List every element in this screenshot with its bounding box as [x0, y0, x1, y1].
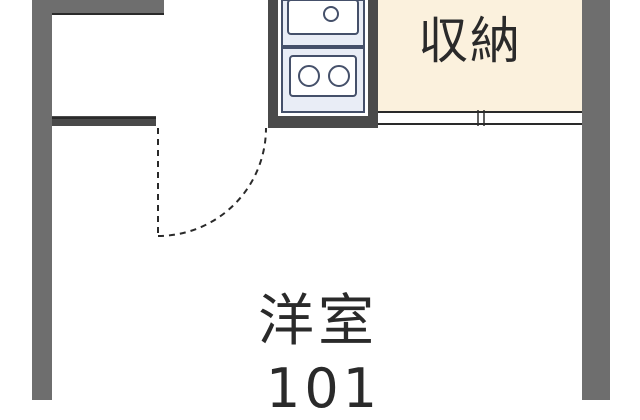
- stove-burner-right-icon: [328, 65, 350, 87]
- kitchen-wall-bottom: [268, 116, 378, 128]
- floor-plan: [32, 0, 610, 400]
- entry-partition-wall: [52, 116, 156, 126]
- right-exterior-wall: [582, 0, 610, 400]
- storage-room-label: 収納: [418, 12, 522, 70]
- left-exterior-wall: [32, 0, 52, 400]
- unit-number-label: 101: [266, 357, 382, 420]
- sink-basin: [287, 0, 359, 35]
- top-left-wall-stub: [52, 0, 164, 14]
- storage-closet-area: [378, 0, 582, 112]
- stove-burner-left-icon: [298, 65, 320, 87]
- sink-drain-icon: [323, 6, 339, 22]
- kitchen-wall-vertical: [268, 0, 278, 126]
- kitchen-wall-right: [368, 0, 378, 128]
- door-swing-arc: [157, 127, 267, 237]
- western-room-label: 洋室: [258, 289, 378, 354]
